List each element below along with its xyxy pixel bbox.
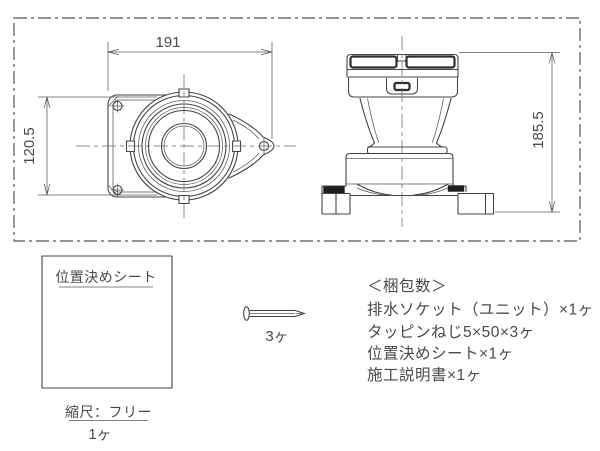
dimension-height-120-5: 120.5 <box>21 96 157 196</box>
dim-label-120-5: 120.5 <box>21 127 38 165</box>
screw-count-label: 3ヶ <box>265 328 288 345</box>
positioning-sheet: 位置決めシート 縮尺：フリー 1ヶ <box>41 255 173 443</box>
packing-item-tapping-screw: タッピンねじ5×50×3ヶ <box>367 323 535 341</box>
plan-view-drain-socket <box>76 74 296 220</box>
base-block <box>345 152 454 185</box>
dim-label-185-5: 185.5 <box>530 111 547 149</box>
bottom-flange <box>321 183 495 215</box>
flange-screw-holes <box>111 99 270 197</box>
dimension-width-191: 191 <box>107 34 273 139</box>
dimension-height-185-5: 185.5 <box>459 52 560 213</box>
packing-item-positioning-sheet: 位置決めシート×1ヶ <box>367 345 514 363</box>
dim-label-191: 191 <box>155 34 180 51</box>
packing-list: ＜梱包数＞ 排水ソケット（ユニット）×1ヶ タッピンねじ5×50×3ヶ 位置決め… <box>367 277 594 384</box>
drawing-frame <box>13 17 581 242</box>
packing-item-manual: 施工説明書×1ヶ <box>367 366 482 384</box>
positioning-sheet-label: 位置決めシート <box>55 269 157 285</box>
collar <box>347 76 459 98</box>
packing-list-title: ＜梱包数＞ <box>367 277 447 295</box>
tapping-screw-icon <box>243 306 306 321</box>
cap <box>346 53 459 78</box>
scale-note: 縮尺：フリー <box>65 404 152 420</box>
positioning-sheet-outline <box>41 255 173 389</box>
positioning-sheet-count: 1ヶ <box>88 426 111 443</box>
mounting-tab <box>228 113 275 179</box>
side-view-drain-socket <box>321 36 495 227</box>
tapered-neck <box>359 97 452 155</box>
packing-item-drain-socket: 排水ソケット（ユニット）×1ヶ <box>367 301 594 319</box>
